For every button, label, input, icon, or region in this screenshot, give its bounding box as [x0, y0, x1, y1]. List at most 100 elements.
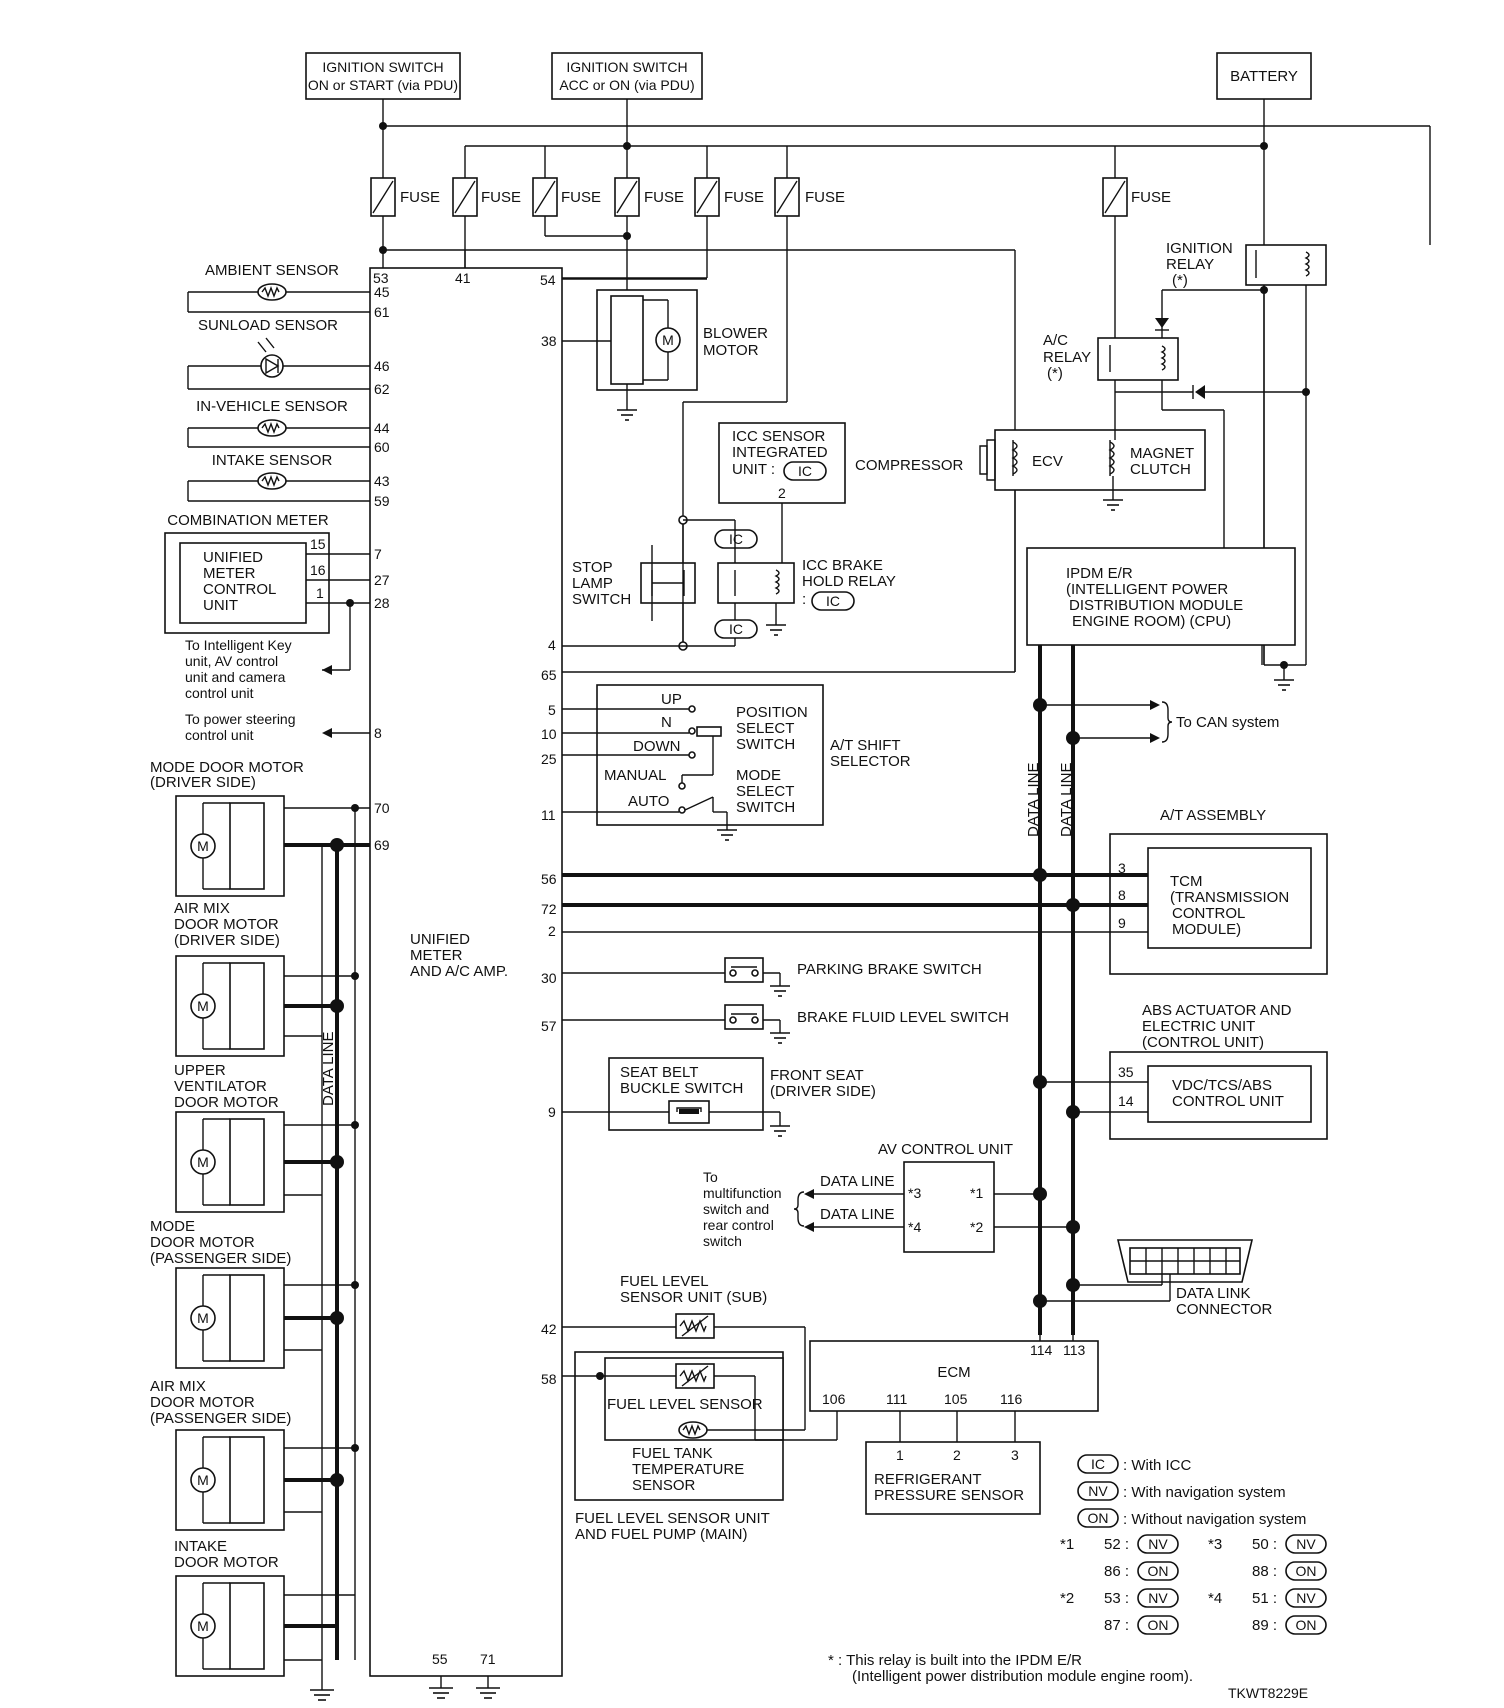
svg-text:IC: IC [729, 621, 743, 637]
svg-text:106: 106 [822, 1391, 846, 1407]
svg-text:To Intelligent Key: To Intelligent Key [185, 637, 292, 653]
svg-text:DOOR MOTOR: DOOR MOTOR [150, 1234, 255, 1251]
svg-text:1: 1 [316, 585, 324, 601]
seat-belt-buckle-switch: SEAT BELT BUCKLE SWITCH FRONT SEAT (DRIV… [562, 1057, 876, 1137]
svg-text:FUSE: FUSE [644, 189, 684, 206]
fuse-1: FUSE [370, 177, 440, 217]
svg-text:DISTRIBUTION MODULE: DISTRIBUTION MODULE [1069, 597, 1243, 614]
svg-text:54: 54 [540, 272, 556, 288]
svg-text:SUNLOAD SENSOR: SUNLOAD SENSOR [198, 317, 338, 334]
svg-text:unit, AV control: unit, AV control [185, 653, 278, 669]
svg-text:(PASSENGER SIDE): (PASSENGER SIDE) [150, 1410, 291, 1427]
legend-note-3: *3 50 : NV 88 : ON [1208, 1534, 1327, 1581]
svg-text:* : This relay is built into t: * : This relay is built into the IPDM E/… [828, 1652, 1082, 1669]
svg-text:DATA LINE: DATA LINE [820, 1173, 894, 1190]
svg-text:CONTROL UNIT: CONTROL UNIT [1172, 1093, 1284, 1110]
svg-text:*4: *4 [908, 1219, 921, 1235]
svg-text::: : [802, 591, 806, 608]
svg-text:14: 14 [1118, 1093, 1134, 1109]
icc-sensor-unit: ICC SENSOR INTEGRATED UNIT : IC 2 [718, 422, 846, 563]
motor-intake: INTAKE DOOR MOTOR M [174, 1538, 285, 1677]
svg-text:M: M [197, 1472, 209, 1488]
svg-text:86 :: 86 : [1104, 1563, 1129, 1580]
svg-text:*2: *2 [970, 1219, 983, 1235]
blower-motor: M BLOWER MOTOR [562, 289, 768, 421]
svg-text:MODULE): MODULE) [1172, 921, 1241, 938]
svg-text:A/T SHIFT: A/T SHIFT [830, 737, 901, 754]
svg-text:*4: *4 [1208, 1590, 1222, 1607]
motor-airmix-driver: AIR MIX DOOR MOTOR (DRIVER SIDE) M [174, 900, 285, 1057]
svg-text:SWITCH: SWITCH [572, 591, 631, 608]
svg-text:DOOR MOTOR: DOOR MOTOR [150, 1394, 255, 1411]
in-vehicle-sensor: IN-VEHICLE SENSOR [187, 398, 370, 448]
svg-text:89 :: 89 : [1252, 1617, 1277, 1634]
svg-text:RELAY: RELAY [1166, 256, 1214, 273]
svg-text:9: 9 [548, 1104, 556, 1120]
svg-text:ON or START (via PDU): ON or START (via PDU) [308, 77, 458, 93]
svg-text:POSITION: POSITION [736, 704, 808, 721]
svg-text:TEMPERATURE: TEMPERATURE [632, 1461, 744, 1478]
svg-text:SENSOR: SENSOR [632, 1477, 696, 1494]
svg-text:: With navigation system: : With navigation system [1123, 1484, 1286, 1501]
svg-text:IGNITION SWITCH: IGNITION SWITCH [566, 59, 687, 75]
can-data-lines: DATA LINE DATA LINE To CAN system [1025, 645, 1279, 1335]
fuse-3: FUSE [532, 177, 601, 217]
svg-text:PRESSURE SENSOR: PRESSURE SENSOR [874, 1487, 1024, 1504]
svg-text:IN-VEHICLE SENSOR: IN-VEHICLE SENSOR [196, 398, 348, 415]
svg-text:M: M [662, 332, 674, 348]
data-link-connector: DATA LINK CONNECTOR [1033, 1239, 1273, 1318]
svg-text:35: 35 [1118, 1064, 1134, 1080]
svg-text:ABS ACTUATOR AND: ABS ACTUATOR AND [1142, 1002, 1292, 1019]
svg-text:A/T ASSEMBLY: A/T ASSEMBLY [1160, 807, 1266, 824]
svg-text:SEAT BELT: SEAT BELT [620, 1064, 698, 1081]
svg-text:(DRIVER SIDE): (DRIVER SIDE) [150, 774, 256, 791]
svg-text:DATA LINE: DATA LINE [1058, 763, 1075, 837]
svg-text:2: 2 [778, 485, 786, 501]
legend-icc: IC : With ICC [1077, 1454, 1192, 1474]
svg-text:NV: NV [1296, 1536, 1316, 1552]
fuse-4: FUSE [614, 177, 684, 217]
svg-text:AIR MIX: AIR MIX [174, 900, 230, 917]
svg-text:switch and: switch and [703, 1201, 769, 1217]
svg-text:control unit: control unit [185, 727, 254, 743]
svg-text:*1: *1 [1060, 1536, 1074, 1553]
svg-text:M: M [197, 838, 209, 854]
svg-text:SWITCH: SWITCH [736, 736, 795, 753]
svg-text:CONNECTOR: CONNECTOR [1176, 1301, 1273, 1318]
svg-text:IC: IC [1091, 1456, 1105, 1472]
compressor-unit: COMPRESSOR ECV MAGNET CLUTCH [855, 429, 1206, 511]
svg-text:69: 69 [374, 837, 390, 853]
svg-text:ACC or ON (via PDU): ACC or ON (via PDU) [559, 77, 694, 93]
svg-text:105: 105 [944, 1391, 968, 1407]
svg-text:ON: ON [1088, 1510, 1109, 1526]
svg-text:multifunction: multifunction [703, 1185, 782, 1201]
svg-text:53: 53 [373, 270, 389, 286]
svg-text:11: 11 [541, 807, 556, 823]
svg-text:PARKING BRAKE SWITCH: PARKING BRAKE SWITCH [797, 961, 982, 978]
svg-text:FUEL LEVEL SENSOR UNIT: FUEL LEVEL SENSOR UNIT [575, 1510, 770, 1527]
svg-text:COMBINATION METER: COMBINATION METER [167, 512, 329, 529]
svg-text:M: M [197, 1154, 209, 1170]
door-motors: MODE DOOR MOTOR (DRIVER SIDE) M AIR MIX … [150, 759, 370, 1701]
fuse-5: FUSE [694, 177, 764, 217]
svg-text:38: 38 [541, 333, 557, 349]
svg-text:2: 2 [548, 923, 556, 939]
svg-text:AIR MIX: AIR MIX [150, 1378, 206, 1395]
svg-text:ON: ON [1148, 1617, 1169, 1633]
svg-text:2: 2 [953, 1447, 961, 1463]
svg-text:CLUTCH: CLUTCH [1130, 461, 1191, 478]
svg-text:IGNITION: IGNITION [1166, 240, 1233, 257]
motor-airmix-passenger: AIR MIX DOOR MOTOR (PASSENGER SIDE) M [150, 1378, 291, 1531]
svg-text:FUSE: FUSE [1131, 189, 1171, 206]
svg-text:AND FUEL PUMP (MAIN): AND FUEL PUMP (MAIN) [575, 1526, 748, 1543]
svg-text:AND A/C AMP.: AND A/C AMP. [410, 963, 508, 980]
svg-text:MOTOR: MOTOR [703, 342, 759, 359]
svg-text:(DRIVER SIDE): (DRIVER SIDE) [770, 1083, 876, 1100]
svg-text:IC: IC [826, 593, 840, 609]
svg-text:M: M [197, 1310, 209, 1326]
svg-text:M: M [197, 1618, 209, 1634]
intake-sensor: INTAKE SENSOR [187, 452, 370, 502]
svg-text:: Without navigation system: : Without navigation system [1123, 1511, 1306, 1528]
svg-text:(INTELLIGENT POWER: (INTELLIGENT POWER [1066, 581, 1228, 598]
ignition-switch-on-start: IGNITION SWITCH ON or START (via PDU) [305, 52, 461, 100]
